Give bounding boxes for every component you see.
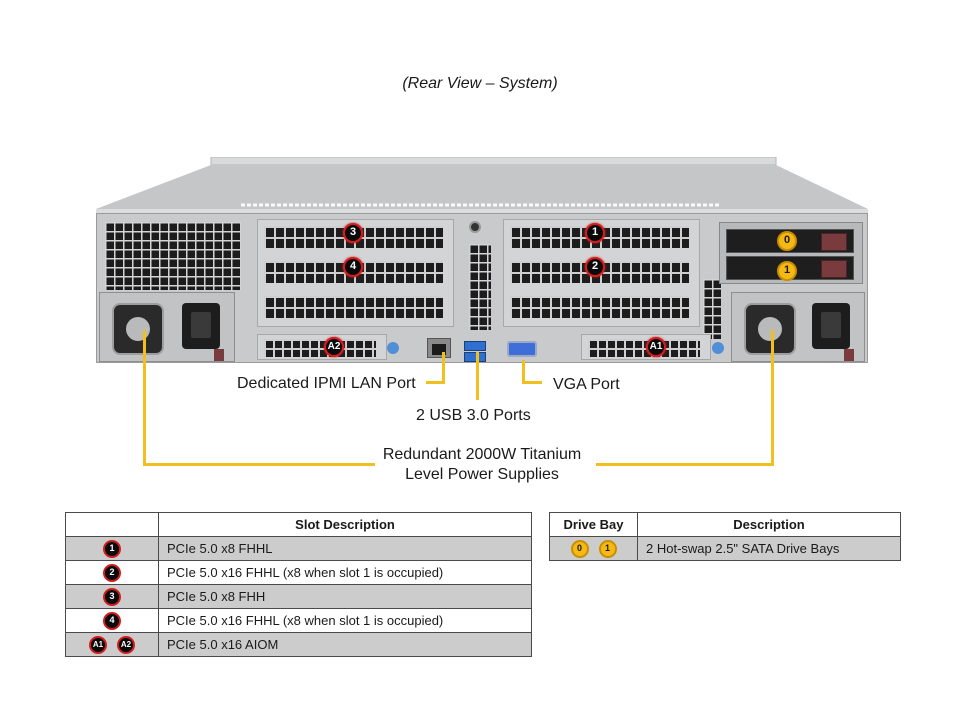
drive-badge-1: 1	[598, 539, 617, 558]
power-supply-left	[99, 292, 235, 362]
slot-description-header: Slot Description	[158, 512, 532, 537]
vga-callout-line	[522, 360, 525, 384]
slot-description-table: Slot Description 1 PCIe 5.0 x8 FHHL 2 PC…	[65, 512, 532, 657]
psu-release-tab	[844, 349, 854, 361]
drive-badge-0: 0	[570, 539, 589, 558]
psu-fan-icon	[744, 303, 796, 355]
ipmi-port-label: Dedicated IPMI LAN Port	[237, 375, 416, 392]
drive-badge-0: 0	[777, 231, 797, 251]
pcie-slot-blank-bracket	[510, 296, 689, 318]
drive-badge-1: 1	[777, 261, 797, 281]
slot-description: PCIe 5.0 x16 FHHL (x8 when slot 1 is occ…	[158, 608, 532, 633]
left-vent	[105, 222, 241, 290]
vga-callout-line	[522, 381, 542, 384]
slot-badge-3: 3	[103, 587, 121, 606]
drive-description-header: Description	[637, 512, 901, 537]
right-center-vent	[703, 279, 721, 339]
slot-badge-3: 3	[343, 223, 363, 243]
slot-description: PCIe 5.0 x8 FHHL	[158, 536, 532, 561]
table-header-row: Slot Description	[65, 512, 532, 537]
table-row: 2 PCIe 5.0 x16 FHHL (x8 when slot 1 is o…	[65, 560, 532, 585]
rj45-jack	[432, 344, 446, 355]
drive-bay-header: Drive Bay	[549, 512, 638, 537]
psu-right-callout-line	[596, 463, 774, 466]
aiom-a1-vent	[588, 339, 700, 357]
psu-label-line1: Redundant 2000W Titanium	[382, 446, 582, 463]
pcie-slot-blank-bracket	[264, 296, 443, 318]
ipmi-lan-port	[427, 338, 451, 358]
chassis-top-cover	[96, 157, 868, 215]
aiom-slot-a2	[257, 334, 387, 360]
drive-latch	[821, 260, 847, 278]
usb-port-2	[464, 352, 486, 362]
slot-badge-cell: 1	[65, 536, 159, 561]
table-row: 4 PCIe 5.0 x16 FHHL (x8 when slot 1 is o…	[65, 608, 532, 633]
table-row: A1 A2 PCIe 5.0 x16 AIOM	[65, 632, 532, 657]
drive-latch	[821, 233, 847, 251]
ipmi-callout-line	[442, 352, 445, 384]
thumbscrew-icon	[712, 342, 724, 354]
thumbscrew-icon	[387, 342, 399, 354]
slot-badge-4: 4	[343, 257, 363, 277]
slot-badge-2: 2	[585, 257, 605, 277]
slot-description: PCIe 5.0 x8 FHH	[158, 584, 532, 609]
drive-description: 2 Hot-swap 2.5" SATA Drive Bays	[637, 536, 901, 561]
slot-badge-cell: 3	[65, 584, 159, 609]
slot-badge-4: 4	[103, 611, 121, 630]
slot-badge-1: 1	[103, 539, 121, 558]
rear-panel	[96, 213, 868, 363]
psu-release-tab	[214, 349, 224, 361]
vga-port	[507, 341, 537, 357]
slot-description: PCIe 5.0 x16 AIOM	[158, 632, 532, 657]
psu-fan-icon	[112, 303, 164, 355]
figure-title: (Rear View – System)	[402, 75, 558, 92]
psu-left-callout-line	[143, 463, 375, 466]
slot-badge-cell: 2	[65, 560, 159, 585]
aiom-a2-vent	[264, 339, 376, 357]
aiom-badge-a1: A1	[89, 635, 107, 654]
power-inlet-icon	[812, 303, 850, 349]
psu-right-callout-line	[771, 330, 774, 466]
slot-badge-1: 1	[585, 223, 605, 243]
usb-port-1	[464, 341, 486, 351]
aiom-badge-a1: A1	[646, 337, 666, 357]
aiom-badge-a2: A2	[324, 337, 344, 357]
usb-callout-line	[476, 352, 479, 400]
table-row: 3 PCIe 5.0 x8 FHH	[65, 584, 532, 609]
slot-badge-2: 2	[103, 563, 121, 582]
slot-badge-cell: A1 A2	[65, 632, 159, 657]
screw-icon	[469, 221, 481, 233]
table-header-row: Drive Bay Description	[549, 512, 901, 537]
psu-label-line2: Level Power Supplies	[405, 466, 559, 483]
usb-ports-label: 2 USB 3.0 Ports	[416, 407, 531, 424]
ipmi-callout-line	[426, 381, 445, 384]
slot-description: PCIe 5.0 x16 FHHL (x8 when slot 1 is occ…	[158, 560, 532, 585]
power-inlet-icon	[182, 303, 220, 349]
slot-icon-header	[65, 512, 159, 537]
power-supply-right	[731, 292, 865, 362]
aiom-slot-a1	[581, 334, 711, 360]
psu-left-callout-line	[143, 330, 146, 466]
aiom-badge-a2: A2	[117, 635, 135, 654]
center-vent	[469, 244, 491, 330]
table-row: 1 PCIe 5.0 x8 FHHL	[65, 536, 532, 561]
slot-badge-cell: 4	[65, 608, 159, 633]
vga-port-label: VGA Port	[553, 376, 620, 393]
